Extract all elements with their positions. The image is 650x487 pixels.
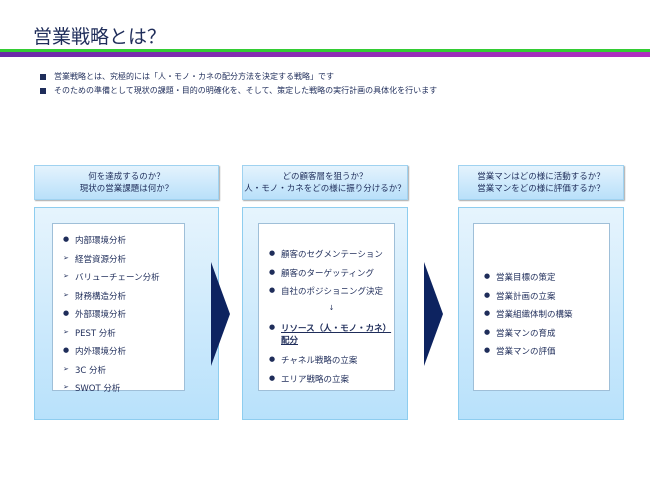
list-item-text: 内部環境分析 [75,236,127,246]
column-header: 何を達成するのか？現状の営業課題は何か？ [34,165,219,200]
list-item: ➢ 経営資源分析 [63,251,184,270]
list-item: ● リソース（人・モノ・カネ）配分 [269,320,394,352]
column-header-line: 現状の営業課題は何か？ [79,183,174,194]
list-item-text: 営業マンの育成 [496,328,556,339]
list-item: ● 内部環境分析 [63,232,184,251]
title-divider-purple [0,52,650,57]
column-panel: ●顧客のセグメンテーション●顧客のターゲッティング●自社のポジショニング決定↓●… [242,207,408,420]
column-list-box: ● 内部環境分析 ➢ 経営資源分析 ➢ バリューチェーン分析 ➢ 財務構造分析 ● 外部環境分析 ➢… [52,223,185,394]
list-item: ● 外部環境分析 [63,306,184,325]
list-item: ● 営業組織体制の構築 [484,306,609,325]
list-item: ● 営業目標の策定 [484,269,609,288]
bullet-icon: ● [63,309,70,317]
list-item-text: チャネル戦略の立案 [281,356,358,366]
bullet-icon: ● [63,346,70,354]
list-item-text: PEST 分析 [75,328,116,339]
column-panel: ● 営業目標の策定 ● 営業計画の立案 ● 営業組織体制の構築 ● 営業マンの育成 ● 営業マンの… [458,207,624,420]
bullet-icon: ● [269,355,276,363]
list-item: ● 営業マンの育成 [484,325,609,344]
down-arrow-icon: ↓ [269,302,394,321]
column-list-box: ● 営業目標の策定 ● 営業計画の立案 ● 営業組織体制の構築 ● 営業マンの育成 ● 営業マンの… [473,223,610,391]
intro-bullet: 営業戦略とは、究極的には「人・モノ・カネの配分方法を決定する戦略」です [40,70,437,84]
list-item: ● 営業マンの評価 [484,343,609,362]
list-item-text: 営業計画の立案 [496,291,556,302]
arrow-bullet-icon: ➢ [63,364,69,373]
column-header-line: 営業マンをどの様に評価するか？ [477,183,605,194]
flow-arrow-icon [424,262,443,366]
list-item-text: 顧客のターゲッティング [281,268,374,279]
bullet-icon: ● [269,323,276,331]
list-item: ● 顧客のセグメンテーション [269,246,394,265]
list-item: ➢ PEST 分析 [63,325,184,344]
arrow-bullet-icon: ➢ [63,290,69,299]
arrow-bullet-icon: ➢ [63,272,69,280]
list-item-text: 営業目標の策定 [496,273,556,283]
list-item-text: バリューチェーン分析 [75,273,160,283]
page-title: 営業戦略とは？ [33,26,167,48]
column-header: 営業マンはどの様に活動するか？営業マンをどの様に評価するか？ [458,165,624,200]
list-item: ➢ バリューチェーン分析 [63,269,184,288]
bullet-icon: ● [484,327,491,336]
intro-text: 営業戦略とは、究極的には「人・モノ・カネの配分方法を決定する戦略」です [54,72,334,81]
list-item-text: 財務構造分析 [75,291,127,302]
bullet-icon: ● [269,249,276,257]
column-header-line: 営業マンはどの様に活動するか？ [477,171,605,182]
list-item-text: ↓ [328,303,335,312]
list-item-text: 顧客のセグメンテーション [281,250,383,260]
arrow-bullet-icon: ➢ [63,253,69,262]
list-item: ● エリア戦略の立案 [269,371,394,390]
arrow-bullet-icon: ➢ [63,327,69,336]
list-item-text: 外部環境分析 [75,310,127,320]
bullet-icon: ● [484,309,491,317]
list-item-text: 内外環境分析 [75,347,127,357]
arrow-bullet-icon: ➢ [63,383,69,391]
bullet-icon: ● [484,346,491,354]
list-item: ➢ SWOT 分析 [63,380,184,399]
square-bullet-icon [40,74,46,80]
bullet-icon: ● [269,286,276,294]
bullet-icon: ● [269,373,276,382]
square-bullet-icon [40,88,46,94]
flow-arrow-icon [211,262,230,366]
list-item-text: 経営資源分析 [75,254,127,265]
list-item: ● 内外環境分析 [63,343,184,362]
column-panel: ● 内部環境分析 ➢ 経営資源分析 ➢ バリューチェーン分析 ➢ 財務構造分析 ● 外部環境分析 ➢… [34,207,219,420]
bullet-icon: ● [63,235,70,243]
list-item: ➢ 3C 分析 [63,362,184,381]
title-divider-green [0,49,650,52]
list-item: ● 営業計画の立案 [484,288,609,307]
list-item-text: リソース（人・モノ・カネ）配分 [281,324,392,346]
list-item-text: 営業組織体制の構築 [496,310,573,320]
list-item: ● 顧客のターゲッティング [269,265,394,284]
list-item: ➢ 財務構造分析 [63,288,184,307]
list-item: ● 自社のポジショニング決定 [269,283,394,302]
intro-text: そのための準備として現状の課題・目的の明確化を、そして、策定した戦略の実行計画の… [54,86,438,95]
list-item-text: 3C 分析 [75,365,107,376]
list-item-text: エリア戦略の立案 [281,374,350,385]
intro-bullet: そのための準備として現状の課題・目的の明確化を、そして、策定した戦略の実行計画の… [40,84,437,98]
column-list-box: ●顧客のセグメンテーション●顧客のターゲッティング●自社のポジショニング決定↓●… [258,223,395,391]
column-header-line: 人・モノ・カネをどの様に振り分けるか？ [244,183,406,194]
list-item-text: SWOT 分析 [75,384,121,394]
intro-bullets: 営業戦略とは、究極的には「人・モノ・カネの配分方法を決定する戦略」です そのため… [40,70,437,98]
bullet-icon: ● [269,267,276,276]
column-header-line: 何を達成するのか？ [88,171,165,182]
list-item: ● チャネル戦略の立案 [269,352,394,371]
list-item-text: 営業マンの評価 [496,347,556,357]
column-header-line: どの顧客層を狙うか？ [282,171,368,182]
bullet-icon: ● [484,272,491,280]
column-header: どの顧客層を狙うか？人・モノ・カネをどの様に振り分けるか？ [242,165,408,200]
bullet-icon: ● [484,290,491,299]
list-item-text: 自社のポジショニング決定 [281,287,384,297]
